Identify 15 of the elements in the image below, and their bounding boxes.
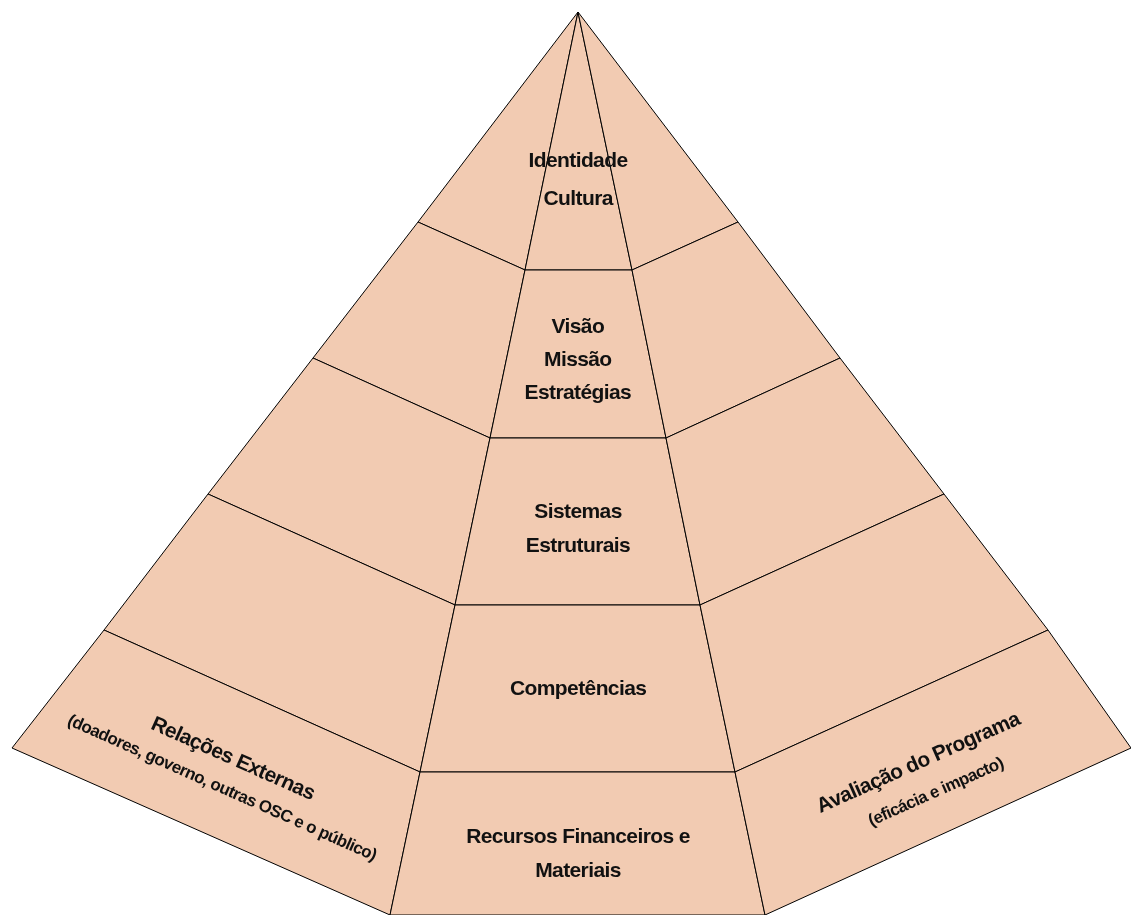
pyramid-segment: [208, 358, 490, 605]
segment-label: Missão: [544, 346, 612, 372]
pyramid-segment: [313, 222, 525, 438]
pyramid-segment: [490, 270, 666, 438]
segment-label: Cultura: [543, 185, 613, 211]
segment-label: Sistemas Estruturais: [524, 498, 632, 558]
pyramid-segment: [632, 222, 840, 438]
pyramid-segment: [420, 605, 735, 772]
segment-label: Estratégias: [524, 379, 632, 405]
pyramid-segment: [666, 358, 944, 605]
segment-label: Recursos Financeiros e Materiais: [465, 823, 691, 883]
segment-label: Competências: [510, 675, 647, 701]
segment-label: Visão: [551, 313, 605, 339]
pyramid-segment: [390, 772, 765, 915]
pyramid-segment: [455, 438, 700, 605]
